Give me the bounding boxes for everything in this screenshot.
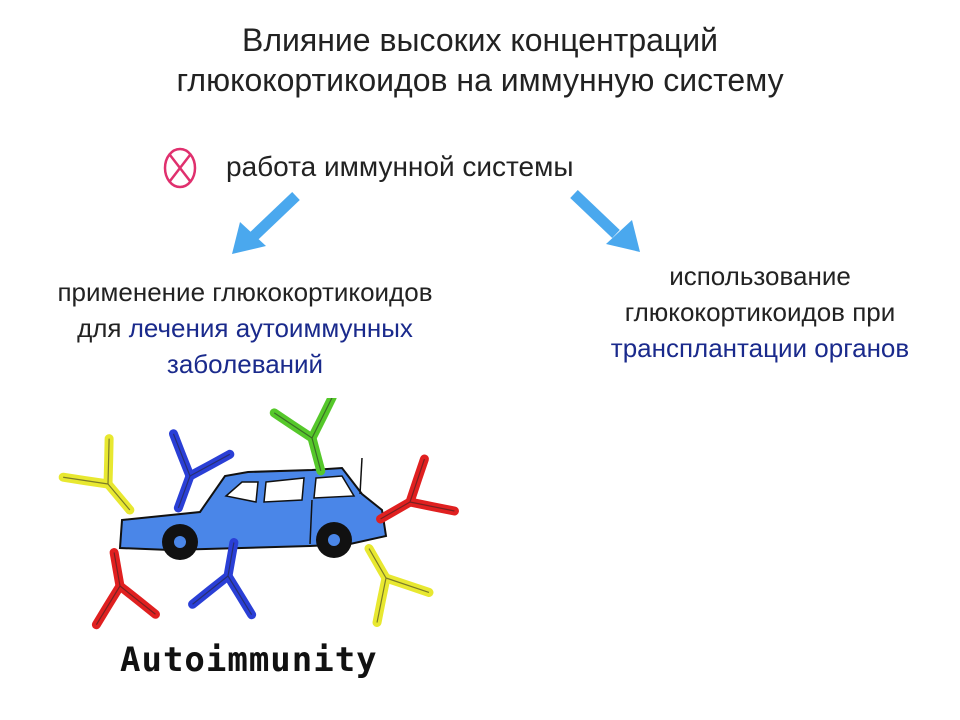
autoimmunity-caption: Autoimmunity — [120, 640, 378, 680]
left-line-1: применение глюкокортикоидов — [57, 277, 433, 307]
right-line-2: глюкокортикоидов при — [624, 297, 896, 327]
transplant-text: использование глюкокортикоидов при транс… — [560, 258, 960, 366]
antibody-red-2 — [85, 547, 156, 624]
title-line-1: Влияние высоких концентраций — [242, 22, 718, 58]
left-line-2-prefix: для — [77, 313, 129, 343]
right-line-3-highlight: трансплантации органов — [610, 333, 910, 363]
immune-function-label: работа иммунной системы — [226, 151, 574, 182]
title-line-2: глюкокортикоидов на иммунную систему — [176, 62, 784, 98]
antibody-yellow-2 — [343, 534, 429, 623]
inhibition-icon — [163, 147, 197, 189]
arrow-down-right-icon — [570, 190, 640, 252]
left-line-3-highlight: заболеваний — [166, 349, 324, 379]
right-line-1: использование — [669, 261, 851, 291]
arrow-down-left-icon — [232, 192, 300, 254]
antibody-yellow-1 — [63, 439, 153, 530]
autoimmune-treatment-text: применение глюкокортикоидов для лечения … — [0, 274, 490, 382]
car-icon — [118, 457, 388, 560]
antibody-green-1 — [274, 398, 350, 479]
slide-title: Влияние высоких концентраций глюкокортик… — [0, 20, 960, 100]
autoimmunity-illustration — [50, 398, 470, 698]
left-line-2: для лечения аутоиммунных — [0, 310, 490, 346]
left-line-2-highlight: лечения аутоиммунных — [128, 313, 413, 343]
